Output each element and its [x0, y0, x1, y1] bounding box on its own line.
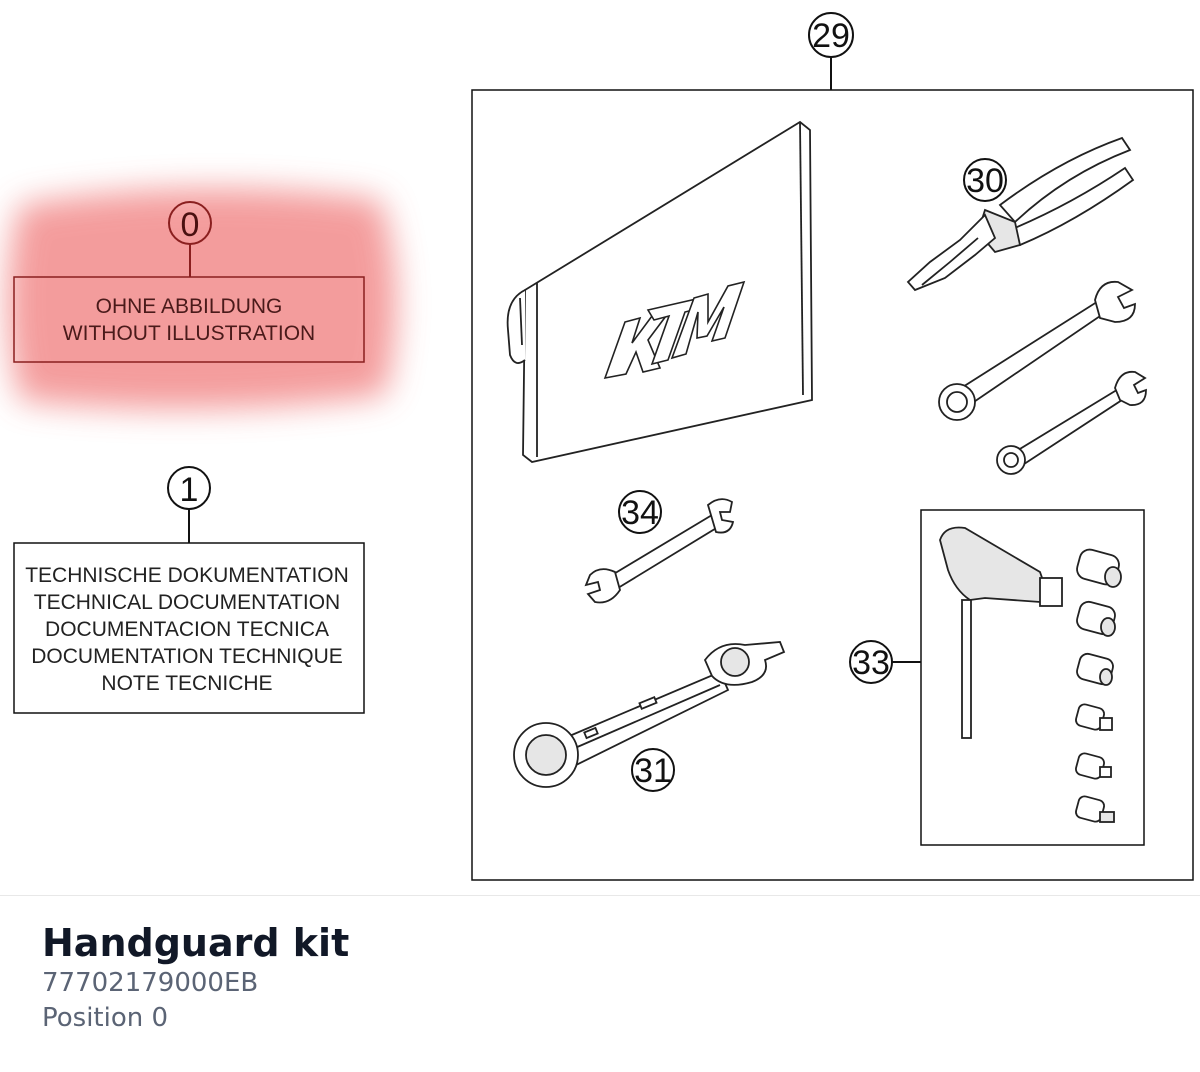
tool-kit-group[interactable]: 29 — [471, 12, 1194, 881]
doc-line-1: TECHNISCHE DOKUMENTATION — [25, 564, 349, 587]
callout-circle-31[interactable] — [631, 748, 675, 792]
doc-line-2: TECHNICAL DOCUMENTATION — [34, 591, 340, 614]
socket-bits-icon — [1075, 548, 1122, 823]
without-illustration-line2: WITHOUT ILLUSTRATION — [63, 322, 315, 345]
open-end-wrench-icon — [584, 498, 735, 604]
open-end-wrench-group[interactable]: 34 — [584, 490, 735, 604]
callout-label-33: 33 — [852, 644, 890, 682]
doc-line-3: DOCUMENTACION TECNICA — [45, 618, 329, 641]
callout-label-0: 0 — [181, 206, 200, 244]
ktm-logo-icon — [603, 280, 746, 380]
callout-label-34: 34 — [621, 494, 659, 532]
callout-label-31: 31 — [634, 752, 672, 790]
footer-divider — [0, 895, 1200, 896]
doc-line-4: DOCUMENTATION TECHNIQUE — [31, 645, 343, 668]
part-title: Handguard kit — [42, 921, 350, 965]
technical-documentation-group[interactable]: 1 TECHNISCHE DOKUMENTATION TECHNICAL DOC… — [13, 466, 365, 714]
pliers-group[interactable]: 30 — [906, 136, 1135, 292]
technical-documentation-box — [13, 542, 365, 714]
pliers-icon — [906, 136, 1135, 292]
socket-set-group[interactable]: 33 — [849, 509, 1145, 846]
callout-label-30: 30 — [966, 162, 1004, 200]
multi-wrench-group[interactable]: 31 — [513, 641, 786, 792]
callout-circle-30[interactable] — [963, 158, 1007, 202]
without-illustration-box — [13, 276, 365, 363]
t-handle-icon — [939, 526, 1063, 739]
part-position: Position 0 — [42, 1003, 169, 1033]
parts-diagram: 0 OHNE ABBILDUNG WITHOUT ILLUSTRATION 1 … — [7, 12, 1194, 881]
callout-circle-34[interactable] — [618, 490, 662, 534]
socket-set-frame — [920, 509, 1145, 846]
part-info: Handguard kit 77702179000EB Position 0 — [42, 920, 349, 1036]
callout-label-1: 1 — [180, 471, 199, 509]
doc-line-5: NOTE TECNICHE — [101, 672, 272, 695]
highlight-area-position-0[interactable]: 0 OHNE ABBILDUNG WITHOUT ILLUSTRATION — [7, 188, 397, 409]
callout-label-29: 29 — [812, 17, 850, 55]
part-number: 77702179000EB — [42, 968, 259, 998]
tool-bag-illustration — [506, 120, 813, 463]
combination-wrench-small-icon — [996, 370, 1147, 475]
tool-kit-frame — [471, 89, 1194, 881]
without-illustration-line1: OHNE ABBILDUNG — [96, 295, 283, 318]
multi-wrench-icon — [513, 641, 786, 788]
combination-wrench-large-icon — [938, 280, 1136, 421]
